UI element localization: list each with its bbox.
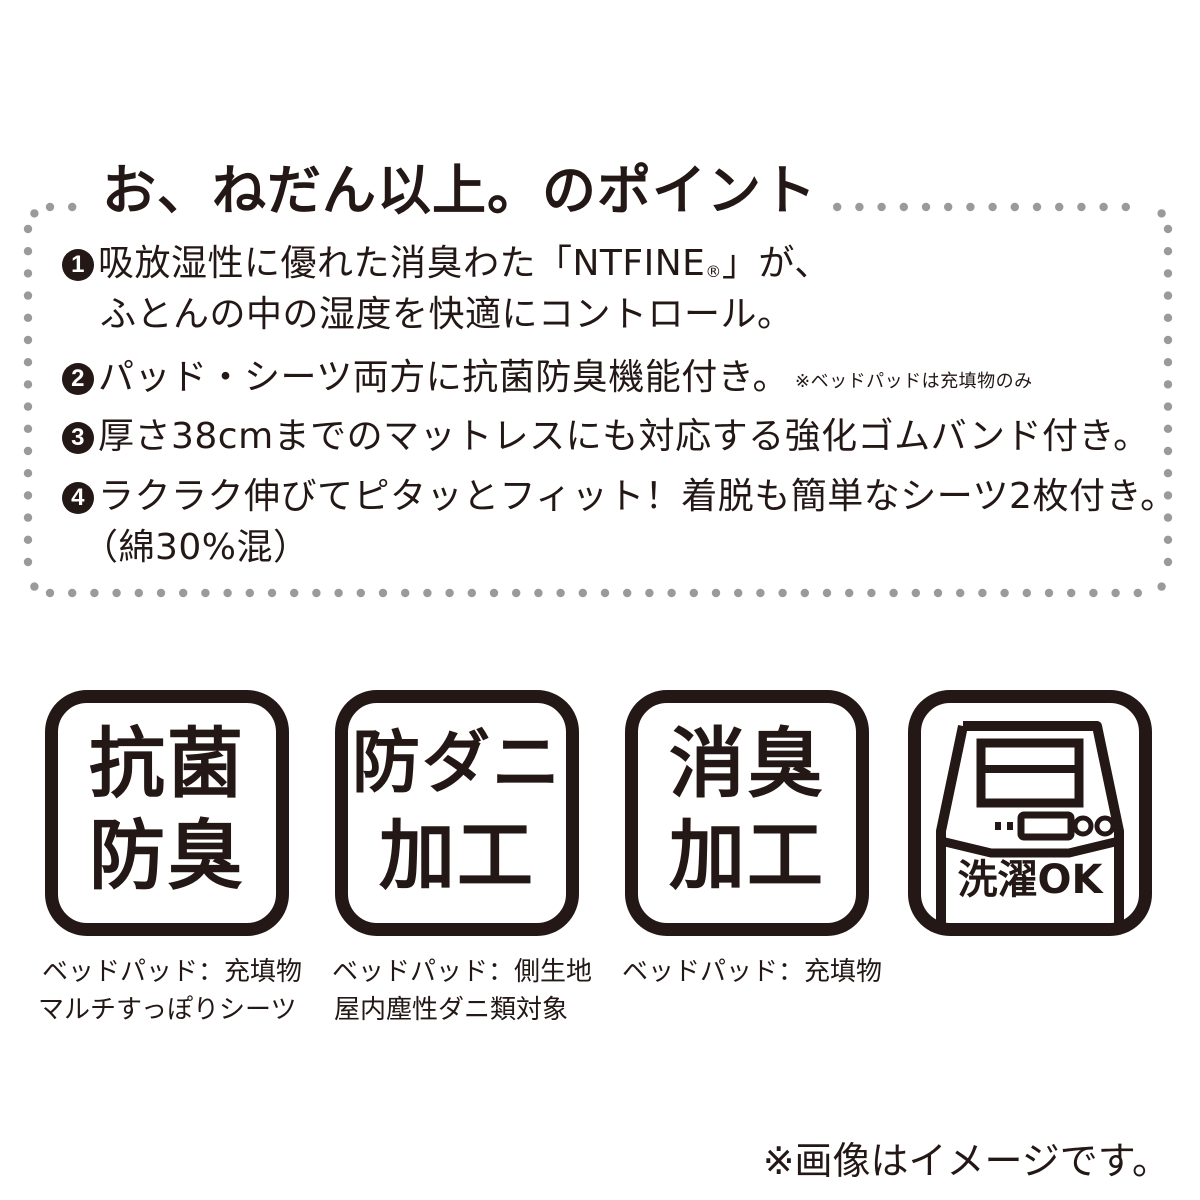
point-1-text-end: 」が、 [721,243,831,284]
number-3-icon: 3 [62,422,94,454]
number-4-icon: 4 [62,482,94,514]
washable-label: 洗濯OK [957,857,1103,903]
icon-label-line1: 防ダニ [351,724,562,803]
point-3-text: 厚さ38cmまでのマットレスにも対応する強化ゴムバンド付き。 [98,416,1150,457]
point-2-text: パッド・シーツ両方に抗菌防臭機能付き。 [98,357,789,398]
antibacterial-deodorant-icon: 抗菌 防臭 [45,690,289,936]
point-1-continuation: ふとんの中の湿度を快適にコントロール。 [100,294,794,335]
point-1-text: 吸放湿性に優れた消臭わた「NTFINE [98,243,706,284]
points-title: お、ねだん以上。のポイント [96,156,823,226]
icon-1-caption-1: ベッドパッド：充填物 [42,957,303,987]
icon-3-caption-1: ベッドパッド：充填物 [622,957,883,987]
icon-label-line1: 抗菌 [89,719,245,808]
point-4-continuation: （綿30%混） [82,527,310,568]
icon-label-line2: 加工 [669,811,825,900]
washable-icon: 洗濯OK [908,690,1152,936]
anti-mite-icon: 防ダニ 加工 [335,690,579,936]
icon-2-caption-2: 屋内塵性ダニ類対象 [334,995,569,1025]
point-2-note: ※ベッドパッドは充填物のみ [794,371,1033,392]
registered-mark: ® [705,262,722,281]
icon-2-caption-1: ベッドパッド：側生地 [332,957,593,987]
icon-label-line1: 消臭 [669,719,825,808]
number-2-icon: 2 [62,363,94,395]
icon-label-line2: 加工 [379,811,535,900]
icon-1-caption-2: マルチすっぽりシーツ [38,995,297,1025]
number-1-icon: 1 [62,249,94,281]
washing-machine-icon [936,721,1124,923]
deodorant-processing-icon: 消臭 加工 [625,690,869,936]
point-4-text: ラクラク伸びてピタッとフィット！着脱も簡単なシーツ2枚付き。 [98,476,1177,517]
icon-label-line2: 防臭 [89,811,245,900]
image-disclaimer: ※画像はイメージです。 [762,1139,1170,1183]
